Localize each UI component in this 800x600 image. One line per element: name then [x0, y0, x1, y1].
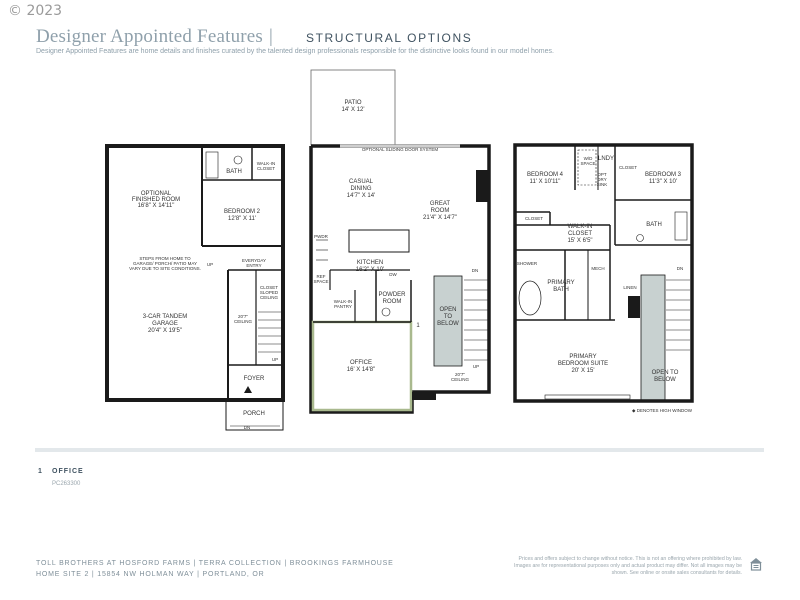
label-bath: BATH — [226, 169, 242, 175]
label-dw: DW — [389, 272, 397, 277]
label-linen: LINEN — [623, 285, 636, 290]
label-up-1: UP — [207, 262, 213, 267]
section-divider — [35, 448, 764, 452]
label-lndy: LNDY — [598, 156, 614, 162]
footer-disclaimer: Prices and offers subject to change with… — [514, 556, 742, 576]
page-title-text: Designer Appointed Features — [36, 26, 264, 47]
label-dn-3: DN — [677, 266, 684, 271]
page-description: Designer Appointed Features are home det… — [36, 48, 554, 55]
first-floor-plan — [105, 144, 285, 431]
label-mech: MECH — [591, 266, 604, 271]
copyright-watermark: © 2023 — [8, 3, 63, 19]
page-subtitle: STRUCTURAL OPTIONS — [306, 31, 473, 45]
option-note-code: PC263300 — [52, 481, 81, 487]
label-option-marker: 1 — [416, 323, 420, 329]
label-bath-3: BATH — [646, 222, 662, 228]
label-closet-b: CLOSET — [525, 216, 543, 221]
label-foyer: FOYER — [244, 376, 265, 382]
footer-community-line: TOLL BROTHERS AT HOSFORD FARMS | TERRA C… — [36, 560, 394, 567]
label-ceiling-note-2: 20'7"CEILING — [451, 372, 470, 382]
second-floor-plan — [309, 69, 491, 414]
label-closet-a: CLOSET — [619, 165, 637, 170]
label-dn-1: DN — [244, 425, 251, 430]
equal-housing-opportunity-icon — [750, 558, 762, 571]
open-to-below-area-2 — [433, 275, 463, 367]
label-dn-2: DN — [472, 268, 479, 273]
title-divider: | — [269, 26, 274, 47]
third-floor-plan — [513, 143, 694, 403]
option-note-number: 1 — [38, 468, 42, 475]
footer-address-line: HOME SITE 2 | 15854 NW HOLMAN WAY | PORT… — [36, 571, 265, 578]
label-sliding-door: OPTIONAL SLIDING DOOR SYSTEM — [362, 147, 439, 152]
label-porch: PORCH — [243, 411, 265, 417]
option-note-label: OFFICE — [52, 468, 84, 475]
label-up-2: UP — [272, 357, 278, 362]
label-ceiling-note-1: 20'7"CEILING — [234, 314, 253, 324]
label-up-3: UP — [473, 364, 479, 369]
page-title: Designer Appointed Features| — [36, 26, 279, 48]
label-shower: SHOWER — [517, 261, 538, 266]
label-high-window-note: ◆ DENOTES HIGH WINDOW — [632, 408, 693, 413]
label-pwdr: PWDR — [314, 234, 328, 239]
office-option-highlight — [311, 320, 413, 412]
